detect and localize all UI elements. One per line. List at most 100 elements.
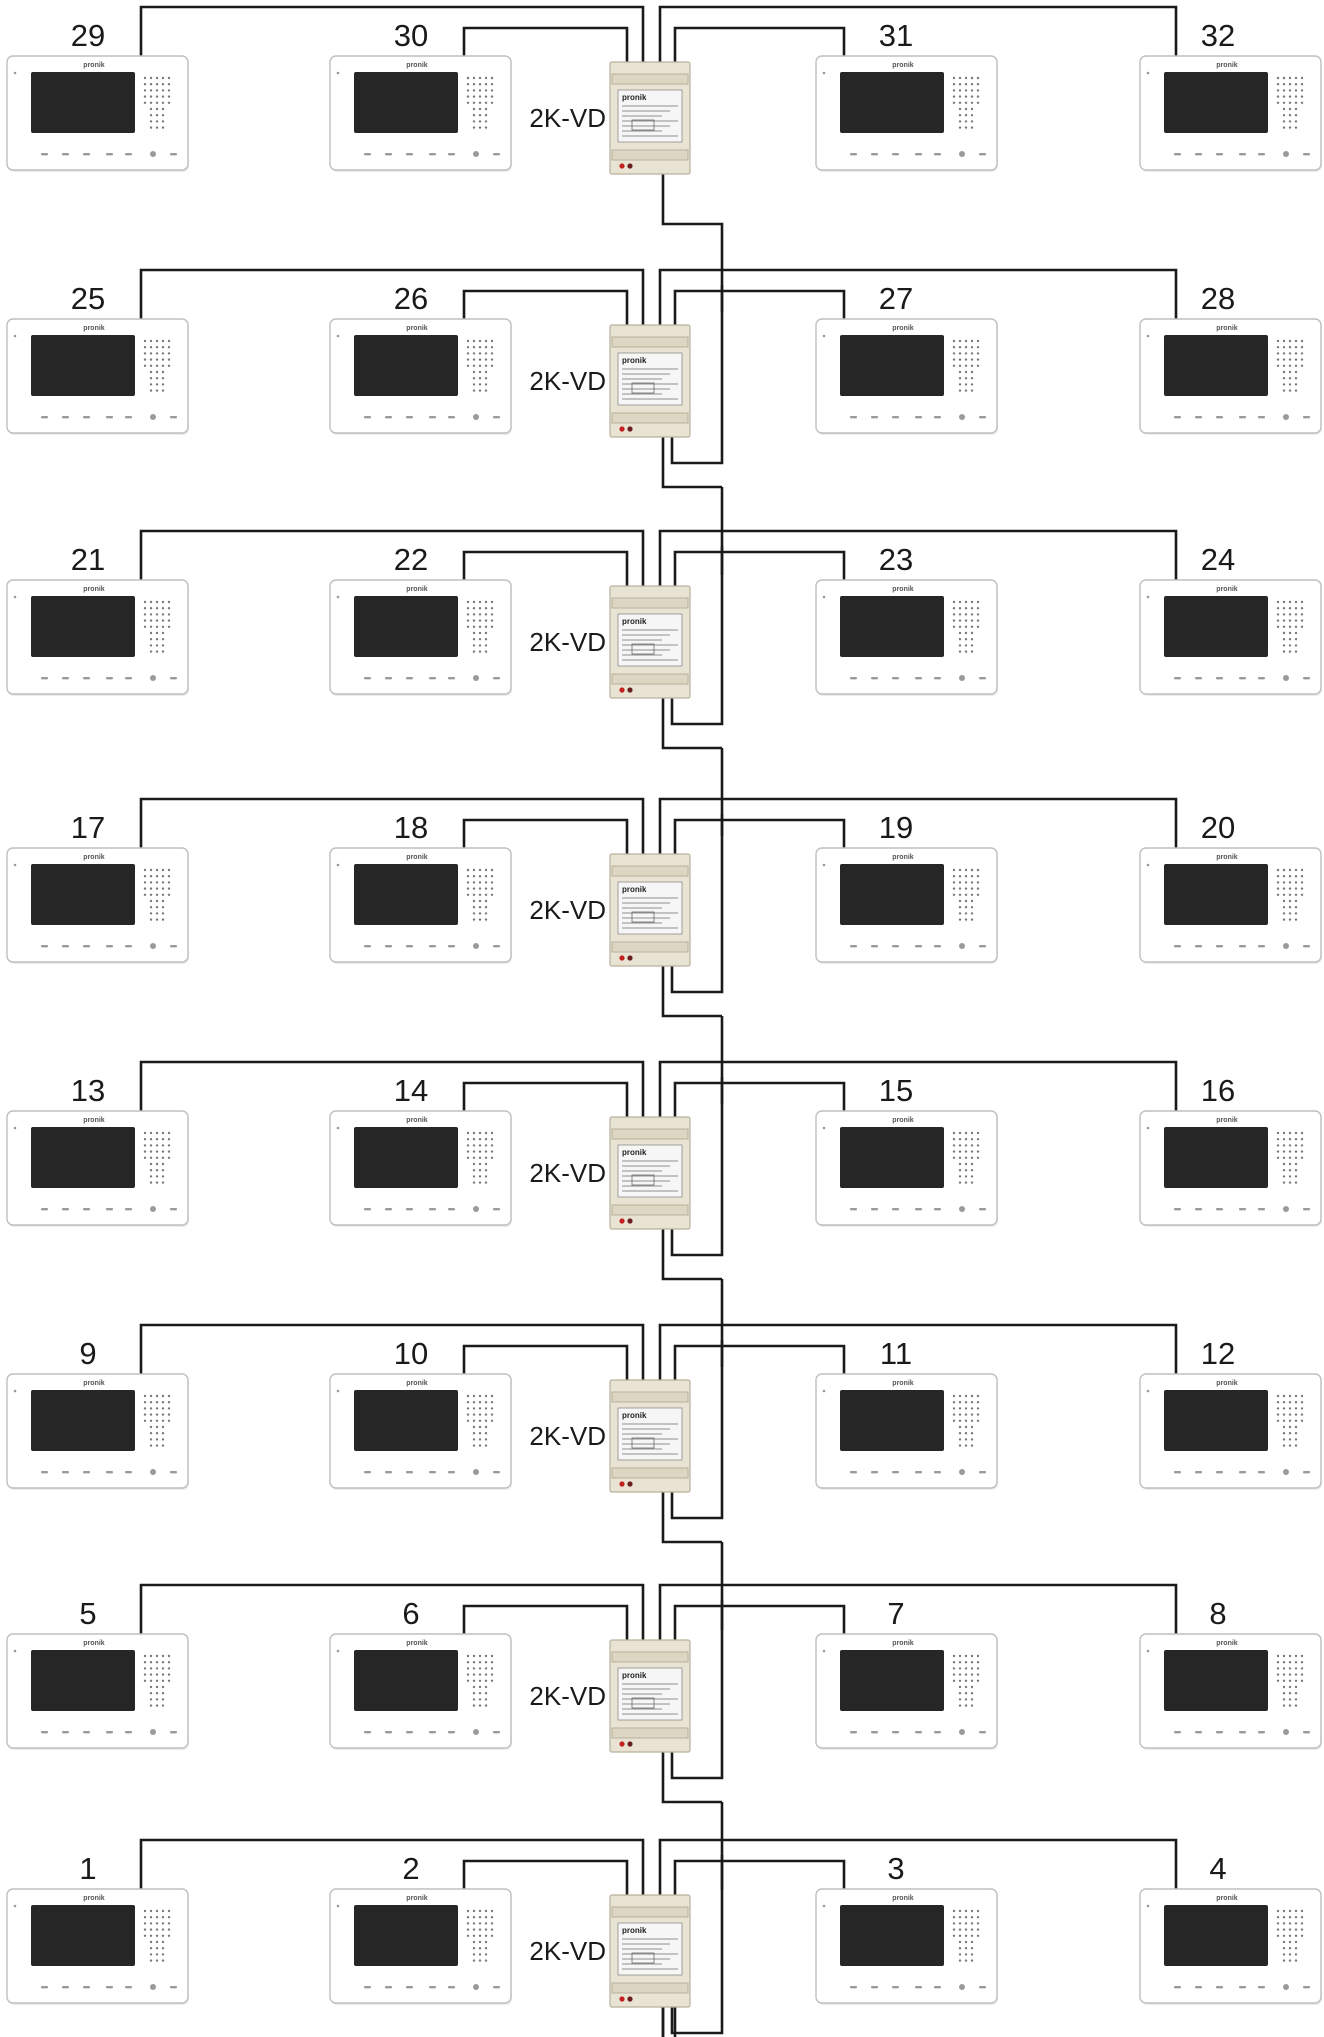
speaker-grille-dot [1288,1144,1292,1147]
speaker-grille-dot [161,619,165,622]
speaker-grille-dot [1300,1419,1304,1423]
speaker-grille-dot [1288,1909,1292,1913]
mic-button-icon [915,1986,922,1989]
speaker-grille-dot [472,95,476,98]
speaker-grille-dot [149,383,153,386]
talk-button-icon [364,677,371,680]
speaker-grille-dot [1300,1679,1304,1683]
speaker-grille-dot [161,352,165,355]
monitor-screen [1164,1390,1268,1451]
speaker-grille-dot [1300,1138,1304,1141]
speaker-grille-dot [155,1407,159,1410]
speaker-grille-dot [478,389,482,392]
speaker-grille-dot [1288,1947,1292,1950]
speaker-grille-dot [478,607,482,610]
speaker-grille-dot [1288,1438,1292,1441]
speaker-grille-dot [970,1922,974,1925]
speaker-grille-dot [1300,607,1304,610]
speaker-grille-dot [490,1928,494,1931]
unit-number-label: 32 [1201,18,1235,53]
speaker-grille-dot [149,83,153,86]
mic-button-icon [106,945,113,948]
speaker-grille-dot [1294,339,1298,343]
speaker-grille-dot [952,95,956,98]
speaker-grille-dot [143,868,147,872]
door-button-icon [1216,1471,1223,1474]
speaker-grille-dot [1300,881,1304,884]
speaker-grille-dot [472,1667,476,1670]
speaker-grille-dot [143,1413,147,1416]
speaker-grille-dot [1288,644,1292,647]
speaker-grille-dot [976,364,980,367]
speaker-grille-dot [970,881,974,884]
bus-cable [139,1060,645,1117]
speaker-grille-dot [1288,364,1292,367]
spare-button-icon [979,677,986,680]
speaker-grille-dot [1282,918,1286,921]
talk-button-icon [850,416,857,419]
speaker-grille-dot [143,1394,147,1398]
speaker-grille-dot [149,1704,153,1707]
talk-button-icon [41,945,48,948]
unit-number-label: 31 [879,18,913,53]
speaker-grille-dot [1276,1909,1280,1913]
speaker-grille-dot [958,352,962,355]
speaker-grille-dot [466,1661,470,1664]
video-monitor: pronik [6,318,189,435]
speaker-grille-dot [472,346,476,349]
speaker-grille-dot [484,120,488,123]
monitor-screen [31,1127,135,1188]
speaker-grille-dot [478,76,482,80]
speaker-grille-dot [1282,126,1286,129]
speaker-grille-dot [161,1144,165,1147]
unit-number-label: 27 [879,281,913,316]
speaker-grille-dot [149,389,153,392]
spare-button-icon [1303,153,1310,156]
door-button-icon [1216,416,1223,419]
speaker-grille-dot [466,613,470,616]
speaker-grille-dot [976,881,980,884]
speaker-grille-dot [970,1909,974,1913]
bus-cable [462,550,629,586]
spare-button-icon [170,1471,177,1474]
monitor-screen [354,1390,458,1451]
speaker-grille-dot [1288,1162,1292,1166]
speaker-grille-dot [149,89,153,92]
speaker-grille-dot [1282,1698,1286,1701]
video-monitor: pronik [815,1633,998,1750]
spare-button-icon [979,416,986,419]
speaker-grille-dot [1282,107,1286,111]
monitor-screen [840,1650,944,1711]
speaker-grille-dot [958,83,962,86]
speaker-grille-dot [466,1679,470,1683]
speaker-grille-dot [1294,1934,1298,1938]
speaker-grille-dot [1288,906,1292,909]
status-led-icon [13,1649,17,1653]
speaker-grille-dot [167,101,171,105]
speaker-grille-dot [155,1394,159,1398]
status-led-icon [822,863,826,867]
light-button-icon [448,1986,455,1989]
speaker-grille-dot [1294,1704,1298,1707]
speaker-grille-dot [478,1959,482,1962]
speaker-grille-dot [478,101,482,105]
status-led-icon [1146,71,1150,75]
spare-button-icon [1303,945,1310,948]
speaker-grille-dot [149,600,153,604]
speaker-grille-dot [1288,1692,1292,1695]
speaker-grille-dot [484,1685,488,1689]
speaker-grille-dot [1276,875,1280,878]
speaker-grille-dot [1282,1922,1286,1925]
speaker-grille-dot [490,619,494,622]
door-button-icon [892,416,899,419]
monitor-brand-label: pronik [406,62,427,69]
speaker-grille-dot [478,352,482,355]
speaker-grille-dot [466,89,470,92]
key-button-icon [1195,1731,1202,1734]
speaker-grille-dot [490,1419,494,1423]
speaker-grille-dot [161,638,165,641]
key-button-icon [62,416,69,419]
speaker-grille-dot [155,600,159,604]
unit-number-label: 4 [1209,1851,1226,1886]
speaker-grille-dot [490,339,494,343]
